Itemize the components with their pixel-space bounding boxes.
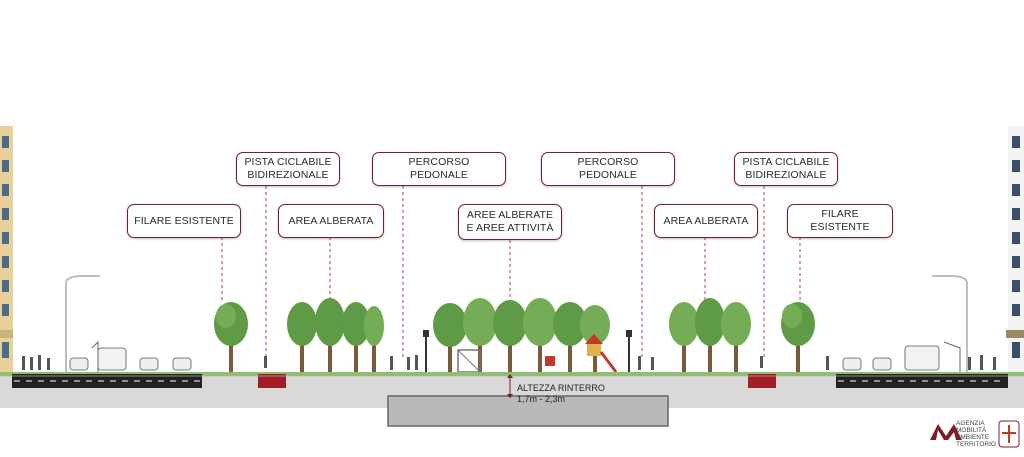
vehicles [69,345,940,371]
logo-line-1: AGENZIA [956,420,985,427]
label-pista-ciclabile-right: PISTA CICLABILE BIDIREZIONALE [734,152,838,186]
logo-line-4: TERRITORIO [956,441,996,448]
logo-line-2: MOBILITÀ [956,427,987,434]
label-percorso-pedonale-left: PERCORSO PEDONALE [372,152,506,186]
building-left [0,126,13,376]
tree-filare-left [214,302,248,372]
label-pista-ciclabile-left: PISTA CICLABILE BIDIREZIONALE [236,152,340,186]
label-area-alberata-left: AREA ALBERATA [278,204,384,238]
depth-annotation: ALTEZZA RINTERRO 1,7m - 2,3m [517,383,605,405]
underground-box [387,374,669,427]
tree-area-left [287,298,384,372]
label-area-alberata-right: AREA ALBERATA [654,204,758,238]
label-aree-alberate-attivita: AREE ALBERATE E AREE ATTIVITÀ [458,204,562,240]
pedestrians [22,355,996,370]
tree-filare-right [781,302,815,372]
trees [214,298,815,372]
bus-shelters [91,340,961,372]
logo-line-3: AMBIENTE [956,434,990,441]
cycle-lane-right [748,374,776,388]
depth-title: ALTEZZA RINTERRO [517,383,605,393]
street-lamp-left [65,275,100,372]
road-asphalt-left [12,374,202,388]
label-filare-esistente-left: FILARE ESISTENTE [127,204,241,238]
cycle-lane-left [258,374,286,388]
tree-central-group [433,298,610,372]
playground [457,334,618,373]
tree-area-right [669,298,751,372]
street-lamp-right [932,275,968,372]
building-right [1006,126,1024,376]
depth-range: 1,7m - 2,3m [517,394,566,404]
leader-lines [221,186,801,360]
logo-mark [930,420,1020,448]
label-filare-esistente-right: FILARE ESISTENTE [787,204,893,238]
label-percorso-pedonale-right: PERCORSO PEDONALE [541,152,675,186]
park-lamps [423,330,632,372]
agency-logo: AGENZIA MOBILITÀ AMBIENTE TERRITORIO [928,418,1020,454]
